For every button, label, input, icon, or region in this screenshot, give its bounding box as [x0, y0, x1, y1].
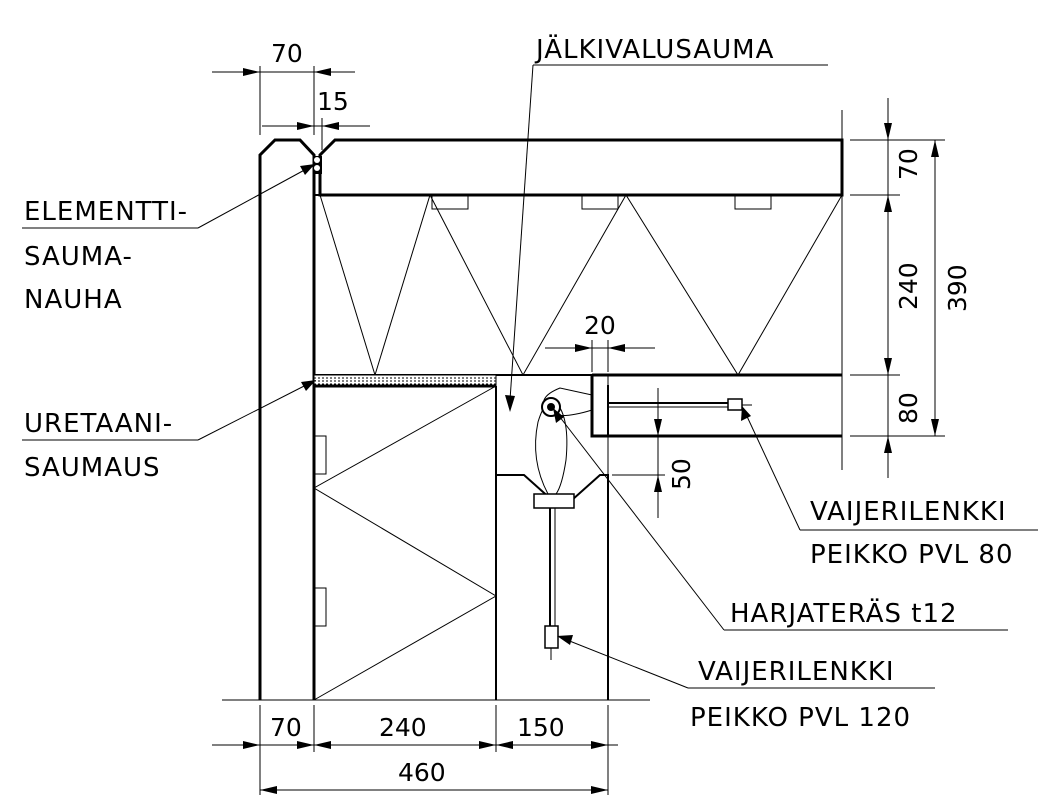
dim-bottom-240: 240: [379, 713, 427, 742]
dimension-lines: [212, 66, 945, 795]
dim-right-240: 240: [894, 262, 923, 310]
label-elementti-2: SAUMA-: [24, 242, 133, 272]
label-harjateras: HARJATERÄS t12: [730, 597, 958, 629]
dim-right-80: 80: [894, 392, 923, 424]
wire-loop-pvl80: [543, 387, 752, 416]
label-vaijeri80-1: VAIJERILENKKI: [810, 497, 1007, 527]
leader-lines: [22, 64, 1038, 689]
dim-mid-20: 20: [584, 311, 616, 340]
dim-right-70: 70: [894, 148, 923, 180]
label-uretaani-2: SAUMAUS: [24, 453, 161, 483]
dim-top-15: 15: [317, 87, 349, 116]
wire-loop-pvl120: [533, 400, 575, 660]
label-elementti-1: ELEMENTTI-: [24, 197, 188, 227]
dim-bottom-150: 150: [517, 713, 565, 742]
dim-right-390: 390: [943, 264, 972, 312]
lower-wall: [312, 384, 497, 701]
dim-bottom-460: 460: [398, 758, 446, 787]
top-slab: [318, 138, 844, 197]
dim-bottom-70: 70: [270, 713, 302, 742]
urethane-seal: [313, 374, 497, 387]
joint-tape: [313, 156, 322, 174]
dim-side-50: 50: [667, 458, 696, 490]
label-vaijeri80-2: PEIKKO PVL 80: [810, 540, 1013, 570]
label-uretaani-1: URETAANI-: [24, 409, 173, 439]
label-elementti-3: NAUHA: [24, 285, 123, 315]
right-slab: [590, 373, 842, 438]
label-jalkivalusauma: JÄLKIVALUSAUMA: [534, 33, 774, 65]
label-vaijeri120-1: VAIJERILENKKI: [698, 657, 895, 687]
left-wall-element: [258, 138, 316, 700]
label-vaijeri120-2: PEIKKO PVL 120: [690, 703, 911, 733]
dim-top-70: 70: [271, 39, 303, 68]
